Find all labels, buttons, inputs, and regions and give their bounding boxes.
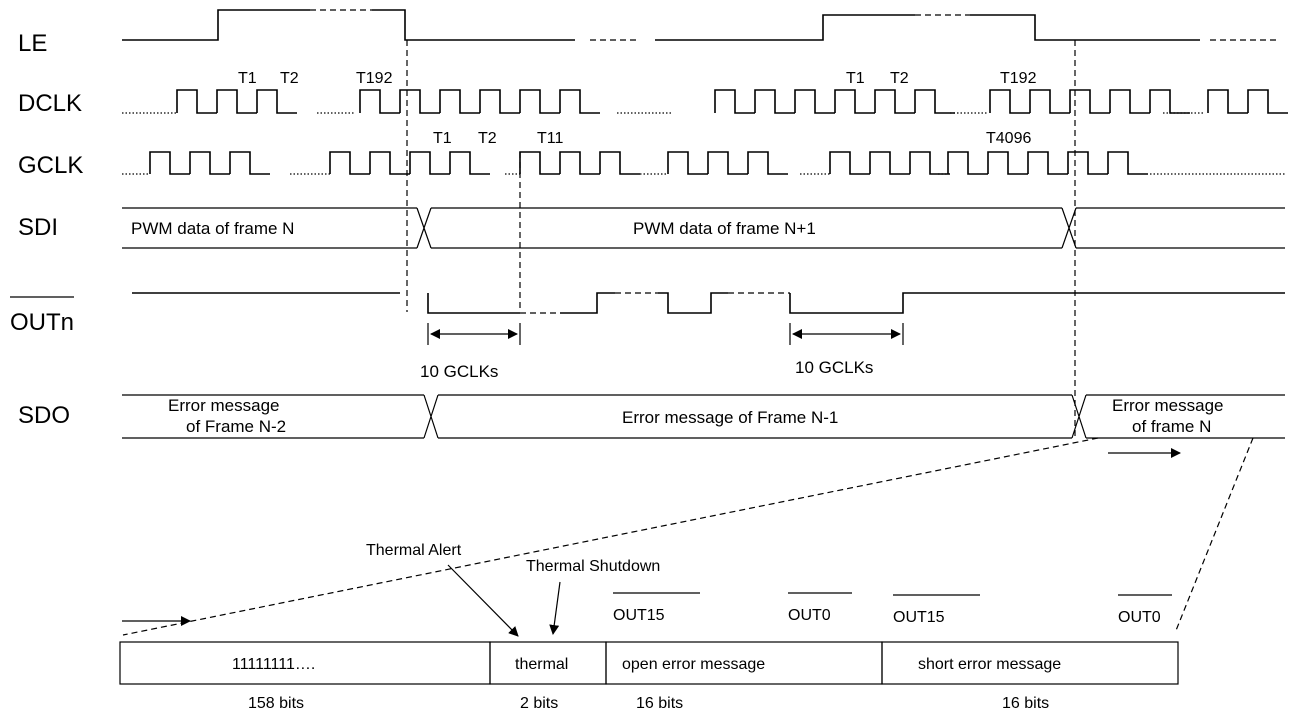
dclk-t1-label-a: T1	[238, 70, 257, 87]
sdo-right-label-line2: of frame N	[1132, 417, 1211, 436]
dclk-pulse-group	[359, 89, 600, 114]
width-label-ones: 158 bits	[248, 695, 304, 712]
gclk-pulse-group	[149, 151, 270, 175]
frame-ones-text: 11111111….	[232, 656, 315, 673]
error-frame	[119, 641, 1179, 685]
width-label-short: 16 bits	[1002, 695, 1049, 712]
thermal-shutdown-arrow	[549, 581, 561, 635]
dclk-t1-label-b: T1	[846, 70, 865, 87]
sdo-right-label-line1: Error message	[1112, 396, 1223, 415]
width-label-open: 16 bits	[636, 695, 683, 712]
signal-label-le: LE	[18, 30, 47, 57]
thermal-alert-label: Thermal Alert	[366, 542, 462, 559]
dclk-t2-label-b: T2	[890, 70, 909, 87]
gclk-pulse-group	[667, 151, 788, 175]
out0-b-label: OUT0	[1118, 609, 1161, 626]
sdo-left-label-line2: of Frame N-2	[186, 417, 286, 436]
frame-thermal-text: thermal	[515, 656, 568, 673]
out15-a-label: OUT15	[613, 607, 665, 624]
gclk-pulse-group	[329, 151, 490, 175]
sdi-frame-n1-label: PWM data of frame N+1	[633, 219, 816, 238]
signal-label-sdi: SDI	[18, 214, 58, 241]
signal-label-sdo: SDO	[18, 402, 70, 429]
width-label-thermal: 2 bits	[520, 695, 558, 712]
gclk-pulse-group	[519, 151, 640, 175]
sdo-middle-label: Error message of Frame N-1	[622, 408, 838, 427]
delay-arrows	[427, 323, 904, 345]
gclk-t2-label: T2	[478, 130, 497, 147]
sdi-bus	[122, 207, 1285, 249]
dclk-pulse-group	[1207, 89, 1288, 114]
le-waveform	[122, 9, 1280, 41]
sdo-left-label-line1: Error message	[168, 396, 279, 415]
thermal-shutdown-label: Thermal Shutdown	[526, 558, 660, 575]
out15-b-label: OUT15	[893, 609, 945, 626]
gclk-pulse-group	[947, 151, 1148, 175]
zoom-lines	[122, 437, 1254, 636]
frame-short-text: short error message	[918, 656, 1061, 673]
out0-a-label: OUT0	[788, 607, 831, 624]
delay-label-1: 10 GCLKs	[420, 362, 498, 381]
frame-open-text: open error message	[622, 656, 765, 673]
dclk-t192-label-a: T192	[356, 70, 393, 87]
gclk-t1-label: T1	[433, 130, 452, 147]
gclk-t4096-label: T4096	[986, 130, 1031, 147]
thermal-alert-arrow	[447, 564, 519, 637]
dclk-pulse-group	[714, 89, 955, 114]
dclk-pulse-group	[176, 89, 297, 114]
gclk-t11-label: T11	[537, 130, 563, 147]
delay-label-2: 10 GCLKs	[795, 358, 873, 377]
dclk-pulse-group	[989, 89, 1190, 114]
alignment-lines	[406, 40, 1076, 438]
signal-label-gclk: GCLK	[18, 152, 83, 179]
dclk-t2-label-a: T2	[280, 70, 299, 87]
dclk-waveform	[122, 89, 1288, 114]
gclk-waveform	[122, 151, 1285, 175]
dclk-t192-label-b: T192	[1000, 70, 1037, 87]
signal-label-outn: OUTn	[10, 309, 74, 336]
frame-field-short	[881, 641, 1179, 685]
gclk-pulse-group	[829, 151, 950, 175]
outn-waveform	[132, 292, 1285, 314]
sdi-frame-n-label: PWM data of frame N	[131, 219, 294, 238]
signal-label-dclk: DCLK	[18, 90, 82, 117]
